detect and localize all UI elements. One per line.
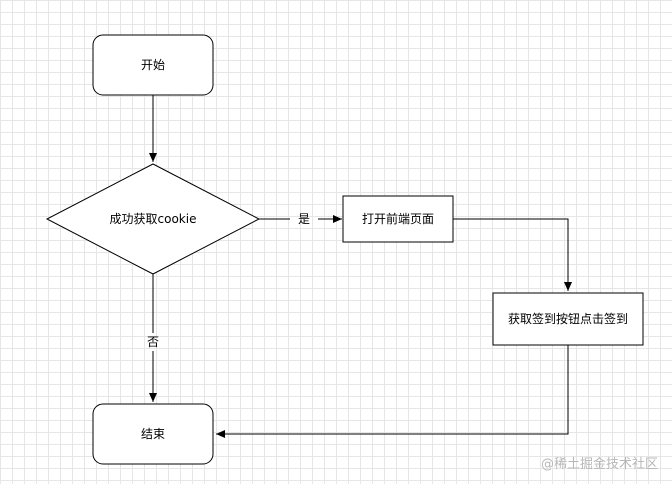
start-node[interactable]: 开始 [92, 34, 214, 96]
decision-node[interactable]: 成功获取cookie [45, 163, 261, 275]
decision-node-label: 成功获取cookie [110, 212, 197, 226]
get-button-node[interactable]: 获取签到按钮点击签到 [492, 292, 644, 346]
end-node-label: 结束 [141, 427, 165, 441]
get-button-node-label: 获取签到按钮点击签到 [508, 311, 628, 326]
start-node-label: 开始 [141, 58, 165, 72]
open-page-node[interactable]: 打开前端页面 [342, 195, 454, 243]
edge-open-page-to-get-button [453, 218, 572, 291]
watermark: @稀土掘金技术社区 [540, 457, 658, 472]
no-label: 否 [147, 335, 159, 349]
edge-get-button-to-end [216, 345, 569, 438]
yes-label: 是 [298, 212, 310, 226]
end-node[interactable]: 结束 [92, 403, 214, 465]
open-page-node-label: 打开前端页面 [362, 211, 434, 226]
